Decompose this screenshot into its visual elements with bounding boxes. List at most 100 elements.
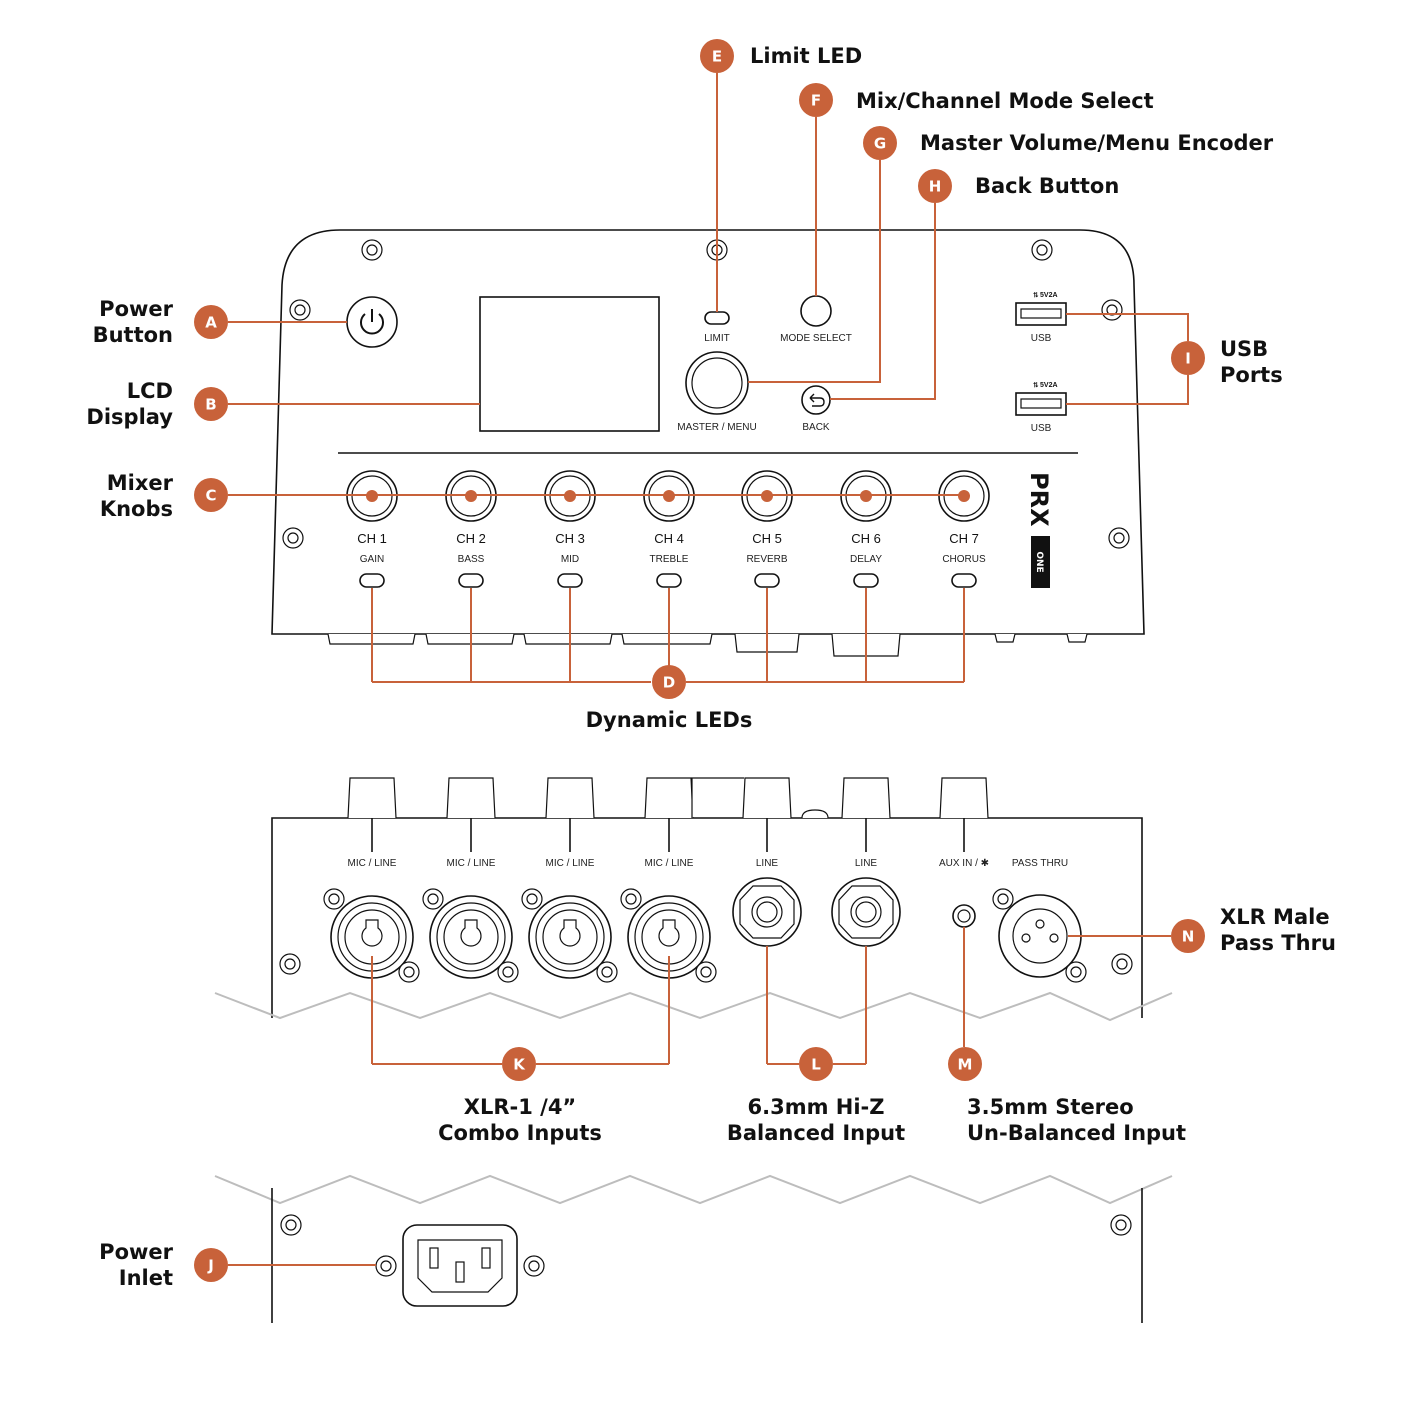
knob-silhouette bbox=[545, 777, 595, 819]
channel-function: DELAY bbox=[850, 554, 882, 565]
callout-label-l: 6.3mm Hi-Z bbox=[748, 1095, 885, 1119]
section-break bbox=[214, 1174, 1173, 1205]
dynamic-led bbox=[458, 573, 484, 588]
knob-silhouette bbox=[644, 777, 694, 819]
hi-z-jack-hole[interactable] bbox=[855, 901, 877, 923]
badge-circle bbox=[863, 126, 897, 160]
screw-inner bbox=[285, 1219, 297, 1231]
screw-icon bbox=[1065, 961, 1087, 983]
power-inlet-pin bbox=[455, 1261, 465, 1283]
screw-inner bbox=[328, 893, 340, 905]
screw-icon bbox=[1111, 953, 1133, 975]
screw-inner bbox=[294, 304, 306, 316]
badge-circle bbox=[1171, 919, 1205, 953]
badge-circle bbox=[799, 1047, 833, 1081]
callout-label-c: Mixer bbox=[107, 471, 174, 495]
xlr-male-inner[interactable] bbox=[1012, 908, 1068, 964]
combo-screw-icon bbox=[695, 961, 717, 983]
callout-label-l: Balanced Input bbox=[727, 1121, 905, 1145]
knob-silhouette bbox=[691, 777, 744, 818]
back-button[interactable] bbox=[801, 385, 831, 415]
callout-badge-g: G bbox=[863, 126, 897, 160]
badge-circle bbox=[948, 1047, 982, 1081]
badge-circle bbox=[502, 1047, 536, 1081]
input-label: AUX IN / ✱ bbox=[939, 858, 989, 869]
dynamic-led bbox=[359, 573, 385, 588]
callout-label-k: Combo Inputs bbox=[438, 1121, 602, 1145]
master-volume-encoder-cap[interactable] bbox=[691, 357, 743, 409]
combo-screw-icon bbox=[596, 961, 618, 983]
badge-letter: J bbox=[207, 1257, 214, 1275]
callout-label-c: Knobs bbox=[100, 497, 173, 521]
dynamic-led bbox=[557, 573, 583, 588]
badge-letter: M bbox=[958, 1056, 973, 1074]
dynamic-led bbox=[754, 573, 780, 588]
input-label: LINE bbox=[756, 858, 779, 869]
channel-function: REVERB bbox=[746, 554, 787, 565]
combo-jack-socket[interactable] bbox=[460, 919, 482, 947]
xlr-combo-input-3[interactable] bbox=[528, 895, 612, 979]
combo-jack-socket[interactable] bbox=[361, 919, 383, 947]
channel-function: GAIN bbox=[360, 554, 384, 565]
badge-letter: G bbox=[874, 135, 886, 153]
mode-select-button[interactable] bbox=[800, 295, 832, 327]
back-arrow-icon bbox=[809, 393, 825, 407]
knob-silhouette bbox=[347, 777, 397, 819]
xlr-combo-input-1[interactable] bbox=[330, 895, 414, 979]
hi-z-input-2[interactable] bbox=[831, 877, 901, 947]
usb-label: USB bbox=[1031, 333, 1052, 344]
leader-line bbox=[1066, 313, 1189, 341]
section-break bbox=[214, 991, 1173, 1022]
combo-jack-socket[interactable] bbox=[559, 919, 581, 947]
knob-silhouette bbox=[742, 777, 792, 819]
logo-sub: ONE bbox=[1034, 551, 1044, 572]
badge-circle bbox=[799, 83, 833, 117]
usb-port-slot bbox=[1020, 398, 1062, 409]
xlr-combo-input-2[interactable] bbox=[429, 895, 513, 979]
callout-badge-i: I bbox=[1171, 341, 1205, 375]
knob-silhouette bbox=[841, 777, 891, 819]
combo-screw-icon bbox=[521, 888, 543, 910]
screw-icon bbox=[280, 1214, 302, 1236]
back-button-ring[interactable] bbox=[801, 385, 831, 415]
aux-input-hole[interactable] bbox=[957, 909, 971, 923]
power-icon bbox=[360, 313, 384, 335]
callout-badge-h: H bbox=[918, 169, 952, 203]
callout-badge-f: F bbox=[799, 83, 833, 117]
screw-inner bbox=[625, 893, 637, 905]
rear-jack-silhouette bbox=[523, 633, 613, 645]
xlr-pass-thru-output[interactable] bbox=[998, 894, 1082, 978]
input-label: MIC / LINE bbox=[447, 858, 496, 869]
screw-icon bbox=[279, 953, 301, 975]
usb-rating-label: ⮁ 5V2A bbox=[1032, 291, 1057, 299]
xlr-combo-input-4[interactable] bbox=[627, 895, 711, 979]
screw-inner bbox=[1116, 958, 1128, 970]
callout-label-e: Limit LED bbox=[750, 44, 862, 68]
badge-letter: K bbox=[513, 1056, 526, 1074]
rear-input-panel bbox=[271, 817, 1143, 1018]
usb-port-slot bbox=[1020, 308, 1062, 319]
hi-z-jack-hole[interactable] bbox=[756, 901, 778, 923]
leader-line bbox=[748, 160, 881, 383]
screw-inner bbox=[403, 966, 415, 978]
power-button[interactable] bbox=[346, 296, 398, 348]
pass-thru-label: PASS THRU bbox=[1012, 858, 1068, 869]
hi-z-input-1[interactable] bbox=[732, 877, 802, 947]
screw-icon bbox=[282, 527, 304, 549]
combo-screw-icon bbox=[620, 888, 642, 910]
badge-letter: C bbox=[205, 487, 216, 505]
badge-circle bbox=[700, 39, 734, 73]
callout-label-k: XLR-1 /4” bbox=[464, 1095, 576, 1119]
callout-label-g: Master Volume/Menu Encoder bbox=[920, 131, 1274, 155]
channel-function: MID bbox=[561, 554, 579, 565]
power-inlet[interactable] bbox=[402, 1224, 518, 1307]
callout-badge-k: K bbox=[502, 1047, 536, 1081]
screw-inner bbox=[526, 893, 538, 905]
combo-jack-socket[interactable] bbox=[658, 919, 680, 947]
screw-icon bbox=[1110, 1214, 1132, 1236]
screw-inner bbox=[284, 958, 296, 970]
screw-inner bbox=[1115, 1219, 1127, 1231]
usb-rating-label: ⮁ 5V2A bbox=[1032, 381, 1057, 389]
